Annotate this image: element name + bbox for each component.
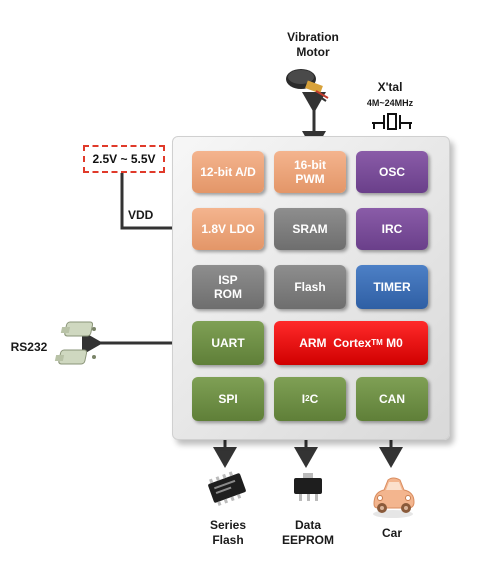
car-icon <box>373 477 415 518</box>
isp-rom-block: ISP ROM <box>192 265 264 309</box>
i2c-prefix: I <box>301 392 306 406</box>
can-block: CAN <box>356 377 428 421</box>
vdd-line <box>120 171 193 240</box>
timer-block: TIMER <box>356 265 428 309</box>
vibration-motor-label: Vibration Motor <box>287 30 339 59</box>
arm-core-suffix: M0 <box>382 336 403 350</box>
osc-block: OSC <box>356 151 428 193</box>
spi-block: SPI <box>192 377 264 421</box>
rs232-label: RS232 <box>10 340 48 354</box>
uart-block: UART <box>192 321 264 365</box>
vdd-label: VDD <box>128 208 154 222</box>
arm-core-prefix: ARM Cortex <box>299 336 372 350</box>
i2c-superscript: 2 <box>305 394 310 403</box>
flash-block: Flash <box>274 265 346 309</box>
data-eeprom-label: Data EEPROM <box>281 518 334 547</box>
ldo-block: 1.8V LDO <box>192 208 264 250</box>
adc-block: 12-bit A/D <box>192 151 264 193</box>
supply-voltage-box: 2.5V ~ 5.5V <box>83 145 165 173</box>
car-label: Car <box>381 526 402 540</box>
flash-chip-icon <box>208 471 246 506</box>
serial-connector-icon <box>54 321 96 365</box>
pwm-block: 16-bit PWM <box>274 151 346 193</box>
vibration-motor-icon <box>286 69 329 102</box>
irc-block: IRC <box>356 208 428 250</box>
xtal-label: X'tal <box>377 80 403 94</box>
series-flash-label: Series Flash <box>209 518 247 547</box>
sram-block: SRAM <box>274 208 346 250</box>
eeprom-chip-icon <box>294 473 322 501</box>
i2c-suffix: C <box>309 392 319 406</box>
arm-core-trademark: TM <box>371 338 383 347</box>
crystal-icon <box>372 113 412 130</box>
xtal-frequency-label: 4M~24MHz <box>366 98 414 108</box>
